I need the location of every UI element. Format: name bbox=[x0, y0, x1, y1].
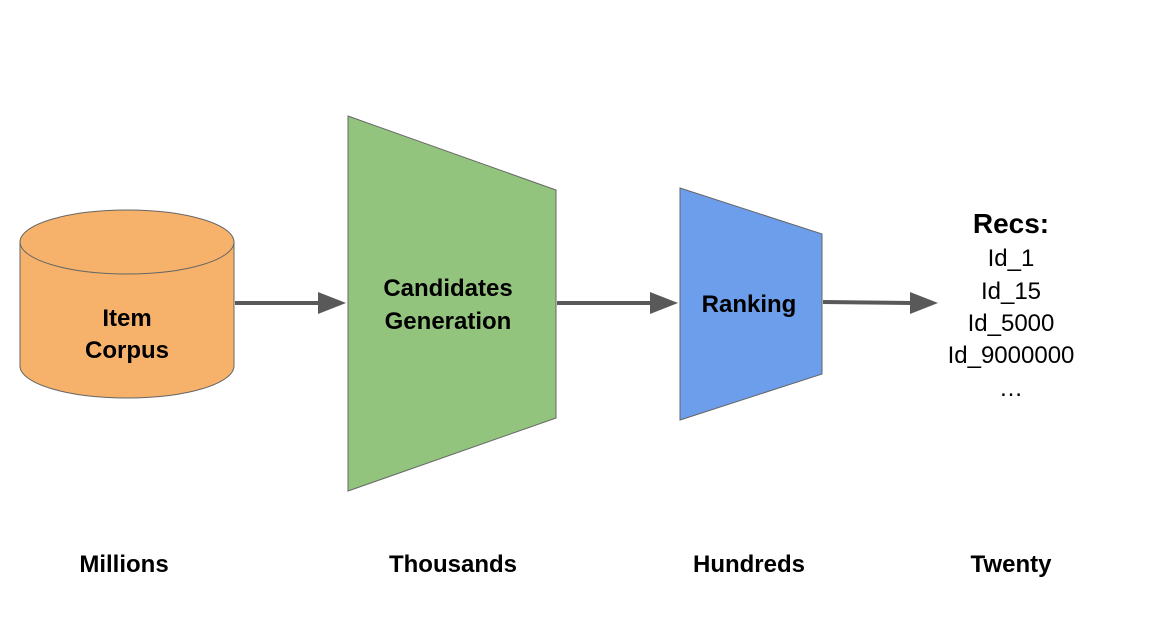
candidates-shape bbox=[347, 115, 557, 492]
arrowhead-icon bbox=[318, 292, 346, 314]
arrowhead-icon bbox=[650, 292, 678, 314]
candidates-generation-trapezoid: Candidates Generation bbox=[347, 115, 557, 492]
candidates-label-line2: Generation bbox=[385, 308, 512, 335]
arrow-ranking-to-recs bbox=[822, 300, 913, 305]
recs-title: Recs: bbox=[973, 208, 1049, 239]
cylinder-body bbox=[19, 241, 235, 399]
candidates-label-line1: Candidates bbox=[383, 275, 512, 302]
recs-item: Id_5000 bbox=[968, 310, 1055, 337]
recs-item-ellipsis: … bbox=[999, 375, 1023, 402]
cylinder-top bbox=[19, 209, 235, 275]
count-label-corpus: Millions bbox=[79, 551, 168, 578]
recs-item: Id_15 bbox=[981, 278, 1041, 305]
count-label-recs: Twenty bbox=[971, 551, 1053, 578]
arrowhead-icon bbox=[910, 292, 938, 314]
count-label-candidates: Thousands bbox=[389, 551, 517, 578]
ranking-shape bbox=[679, 187, 823, 421]
corpus-label-line1: Item bbox=[102, 305, 151, 332]
ranking-label: Ranking bbox=[702, 291, 797, 318]
recs-item: Id_1 bbox=[988, 245, 1035, 272]
item-corpus-cylinder: Item Corpus bbox=[19, 209, 235, 399]
corpus-label-line2: Corpus bbox=[85, 337, 169, 364]
count-label-ranking: Hundreds bbox=[693, 551, 805, 578]
recs-list: Recs: Id_1 Id_15 Id_5000 Id_9000000 … bbox=[948, 208, 1075, 402]
ranking-trapezoid: Ranking bbox=[679, 187, 823, 421]
recs-item: Id_9000000 bbox=[948, 342, 1075, 369]
